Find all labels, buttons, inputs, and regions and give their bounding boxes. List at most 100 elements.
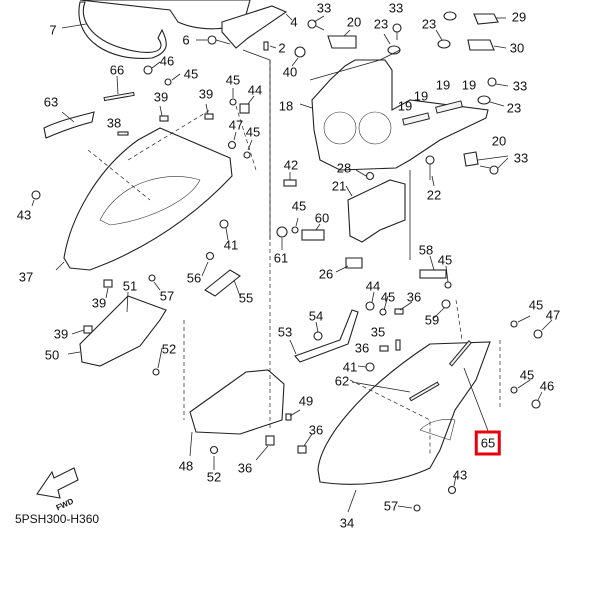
part-callout[interactable]: 47 xyxy=(545,307,561,323)
part-callout[interactable]: 42 xyxy=(283,157,299,173)
washer-45d[interactable] xyxy=(291,226,299,234)
part-callout[interactable]: 62 xyxy=(334,373,350,389)
stay-frame-part[interactable] xyxy=(309,49,489,171)
part-callout[interactable]: 34 xyxy=(339,515,355,531)
rivet-57a[interactable] xyxy=(148,274,156,282)
clip-36d[interactable] xyxy=(265,435,275,446)
part-callout[interactable]: 23 xyxy=(506,100,522,116)
part-callout[interactable]: 19 xyxy=(397,98,413,114)
washer-45c[interactable] xyxy=(243,151,251,159)
grommet-41a[interactable] xyxy=(219,219,229,229)
part-callout[interactable]: 23 xyxy=(373,16,389,32)
bracket-58[interactable] xyxy=(419,269,447,279)
clip-30[interactable] xyxy=(467,39,495,51)
part-callout[interactable]: 7 xyxy=(49,22,57,38)
part-callout[interactable]: 30 xyxy=(509,40,525,56)
part-callout[interactable]: 20 xyxy=(491,133,507,149)
part-callout[interactable]: 56 xyxy=(186,270,202,286)
clip-49[interactable] xyxy=(285,413,292,421)
part-callout[interactable]: 45 xyxy=(225,72,241,88)
part-callout[interactable]: 57 xyxy=(159,288,175,304)
part-callout[interactable]: 19 xyxy=(413,88,429,104)
bracket-60[interactable] xyxy=(301,229,325,241)
wire-55[interactable] xyxy=(204,269,241,297)
washer-45g[interactable] xyxy=(510,320,518,328)
part-callout[interactable]: 52 xyxy=(161,341,177,357)
bolt-59[interactable] xyxy=(441,299,451,309)
part-callout[interactable]: 35 xyxy=(370,324,386,340)
part-callout[interactable]: 41 xyxy=(342,359,358,375)
bracket-20a[interactable] xyxy=(327,35,357,49)
bolt-6[interactable] xyxy=(207,35,231,45)
part-callout[interactable]: 47 xyxy=(228,117,244,133)
part-callout[interactable]: 46 xyxy=(159,53,175,69)
washer-45f[interactable] xyxy=(379,308,387,316)
clip-39a[interactable] xyxy=(159,115,169,122)
part-callout[interactable]: 61 xyxy=(273,250,289,266)
part-callout[interactable]: 33 xyxy=(388,0,404,16)
part-callout[interactable]: 22 xyxy=(426,187,442,203)
side-cowl-37-part[interactable] xyxy=(63,127,233,271)
part-callout[interactable]: 44 xyxy=(247,82,263,98)
part-callout[interactable]: 6 xyxy=(182,32,190,48)
bolt-33d[interactable] xyxy=(479,165,499,175)
bolt-43a[interactable] xyxy=(31,190,41,200)
part-callout[interactable]: 4 xyxy=(290,14,298,30)
part-callout[interactable]: 40 xyxy=(282,64,298,80)
decal-62[interactable] xyxy=(408,381,440,402)
washer-23b[interactable] xyxy=(437,11,457,49)
part-callout[interactable]: 55 xyxy=(238,290,254,306)
bolt-22[interactable] xyxy=(425,155,435,180)
part-callout[interactable]: 33 xyxy=(513,150,529,166)
clip-36a[interactable] xyxy=(394,308,404,315)
clip-39b[interactable] xyxy=(204,113,214,120)
part-callout[interactable]: 53 xyxy=(277,324,293,340)
part-callout[interactable]: 41 xyxy=(223,237,239,253)
part-callout[interactable]: 58 xyxy=(418,242,434,258)
part-callout[interactable]: 19 xyxy=(435,77,451,93)
strip-38[interactable] xyxy=(117,131,129,136)
part-callout[interactable]: 37 xyxy=(18,269,34,285)
washer-45e[interactable] xyxy=(444,281,452,289)
part-callout[interactable]: 39 xyxy=(198,86,214,102)
collar-44a[interactable] xyxy=(239,103,250,114)
part-callout[interactable]: 2 xyxy=(278,40,286,56)
bracket-53-stay[interactable] xyxy=(294,309,359,363)
under-cowl-50-part[interactable] xyxy=(79,295,167,367)
part-callout[interactable]: 52 xyxy=(206,469,222,485)
part-callout[interactable]: 28 xyxy=(336,160,352,176)
part-callout[interactable]: 45 xyxy=(519,367,535,383)
part-callout[interactable]: 18 xyxy=(278,98,294,114)
collar-44b[interactable] xyxy=(365,301,375,311)
rivet-57b[interactable] xyxy=(413,504,421,512)
strip-35[interactable] xyxy=(395,339,401,351)
washer-45h[interactable] xyxy=(510,386,518,394)
inner-panel-48-part[interactable] xyxy=(189,369,285,435)
bracket-21[interactable] xyxy=(347,179,406,243)
part-callout[interactable]: 33 xyxy=(316,0,332,16)
clip-39c[interactable] xyxy=(103,279,113,288)
part-callout[interactable]: 45 xyxy=(380,289,396,305)
bolt-46b[interactable] xyxy=(531,399,541,409)
part-callout[interactable]: 51 xyxy=(122,278,138,294)
nut-28[interactable] xyxy=(365,171,375,181)
bolt-43b[interactable] xyxy=(447,485,457,495)
part-callout[interactable]: 50 xyxy=(44,347,60,363)
part-callout[interactable]: 60 xyxy=(314,210,330,226)
part-callout[interactable]: 39 xyxy=(53,326,69,342)
part-callout[interactable]: 45 xyxy=(528,297,544,313)
part-callout[interactable]: 36 xyxy=(237,460,253,476)
part-callout[interactable]: 36 xyxy=(406,289,422,305)
bolt-46a[interactable] xyxy=(143,65,153,75)
part-callout[interactable]: 19 xyxy=(461,77,477,93)
clip-36b[interactable] xyxy=(379,345,389,352)
side-cowl-34-part[interactable] xyxy=(317,341,491,485)
part-callout[interactable]: 54 xyxy=(308,308,324,324)
part-callout[interactable]: 48 xyxy=(178,458,194,474)
part-callout[interactable]: 36 xyxy=(308,422,324,438)
part-callout[interactable]: 43 xyxy=(452,467,468,483)
screw-56[interactable] xyxy=(205,251,215,261)
bolt-61[interactable] xyxy=(276,226,288,238)
highlighted-part-callout[interactable]: 65 xyxy=(474,430,502,456)
screw-52a[interactable] xyxy=(152,368,160,376)
